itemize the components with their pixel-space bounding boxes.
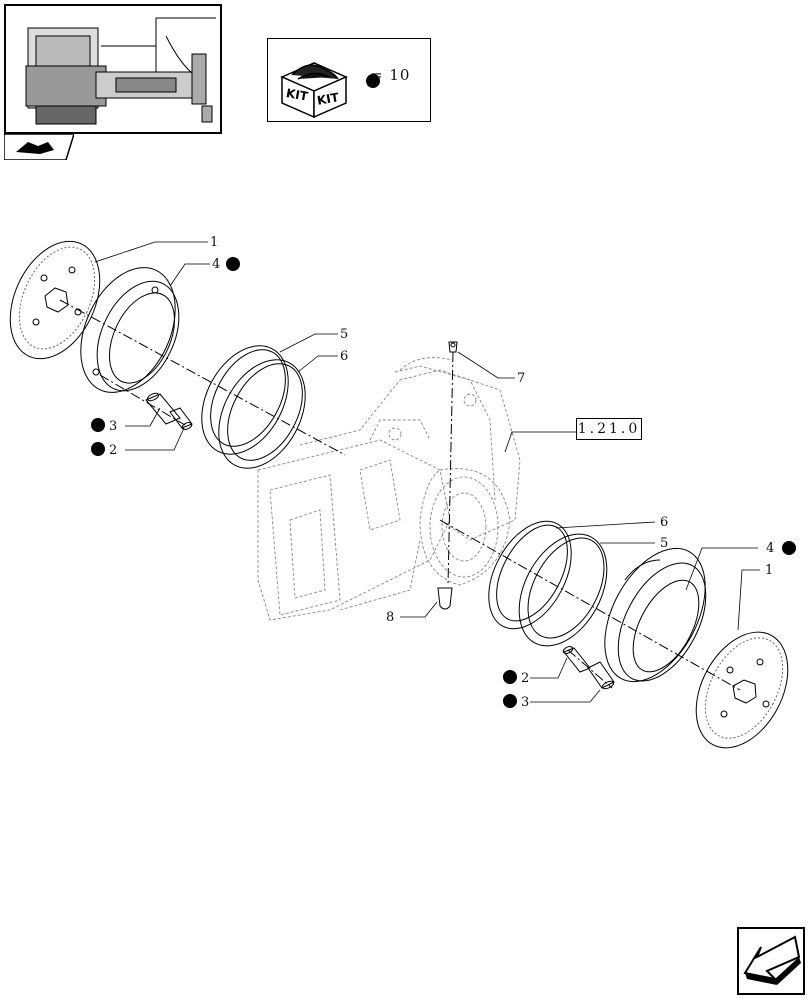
callout-8: 8 <box>386 610 394 625</box>
bushing-left <box>145 392 181 425</box>
bushing-right <box>587 661 615 690</box>
callout-2-left: 2 <box>109 443 117 458</box>
cross-reference-link[interactable]: 1.21.0 <box>576 418 642 440</box>
kit-count-label: = 10 <box>370 66 411 84</box>
next-page-button[interactable] <box>737 927 805 995</box>
thumbnail-tab[interactable] <box>3 133 76 161</box>
callout-5-left: 5 <box>340 327 348 342</box>
brake-disc-left <box>9 240 101 360</box>
callout-6-left: 6 <box>340 349 348 364</box>
callout-1-left: 1 <box>210 235 218 250</box>
kit-box-icon: KIT KIT <box>280 62 380 119</box>
callout-6-right: 6 <box>660 515 668 530</box>
leader-lines <box>94 241 760 703</box>
kit-marker-icon <box>91 442 105 456</box>
kit-marker-icon <box>91 418 105 432</box>
callout-4-left: 4 <box>212 257 220 272</box>
callout-1-right: 1 <box>765 563 773 578</box>
kit-label-right: KIT <box>316 90 341 108</box>
seal-ring-right <box>488 520 608 647</box>
drain-plug <box>437 587 453 610</box>
callout-7: 7 <box>517 371 525 386</box>
brake-disc-right <box>695 631 789 749</box>
next-page-arrow-icon <box>737 927 805 995</box>
kit-marker-icon <box>503 694 517 708</box>
callout-4-right: 4 <box>766 541 774 556</box>
kit-marker-icon <box>226 257 240 271</box>
callout-3-left: 3 <box>109 419 117 434</box>
seal-ring-left <box>201 345 306 469</box>
bolt-right <box>562 646 591 673</box>
kit-dot-icon <box>366 74 380 88</box>
bearing-hub-left <box>80 267 180 393</box>
tractor-overview-icon <box>25 17 216 125</box>
kit-marker-icon <box>503 670 517 684</box>
kit-marker-icon <box>782 541 796 555</box>
callout-2-right: 2 <box>521 671 529 686</box>
bolt-left <box>169 407 193 430</box>
overview-thumbnail[interactable] <box>4 4 222 134</box>
kit-label-left: KIT <box>285 86 310 104</box>
callout-5-right: 5 <box>660 536 668 551</box>
transmission-housing <box>257 357 521 621</box>
callout-3-right: 3 <box>521 695 529 710</box>
breather-plug <box>448 341 458 353</box>
kit-legend: KIT KIT <box>267 38 431 122</box>
axis-lines <box>59 299 741 691</box>
tractor-tab-icon <box>3 133 76 161</box>
